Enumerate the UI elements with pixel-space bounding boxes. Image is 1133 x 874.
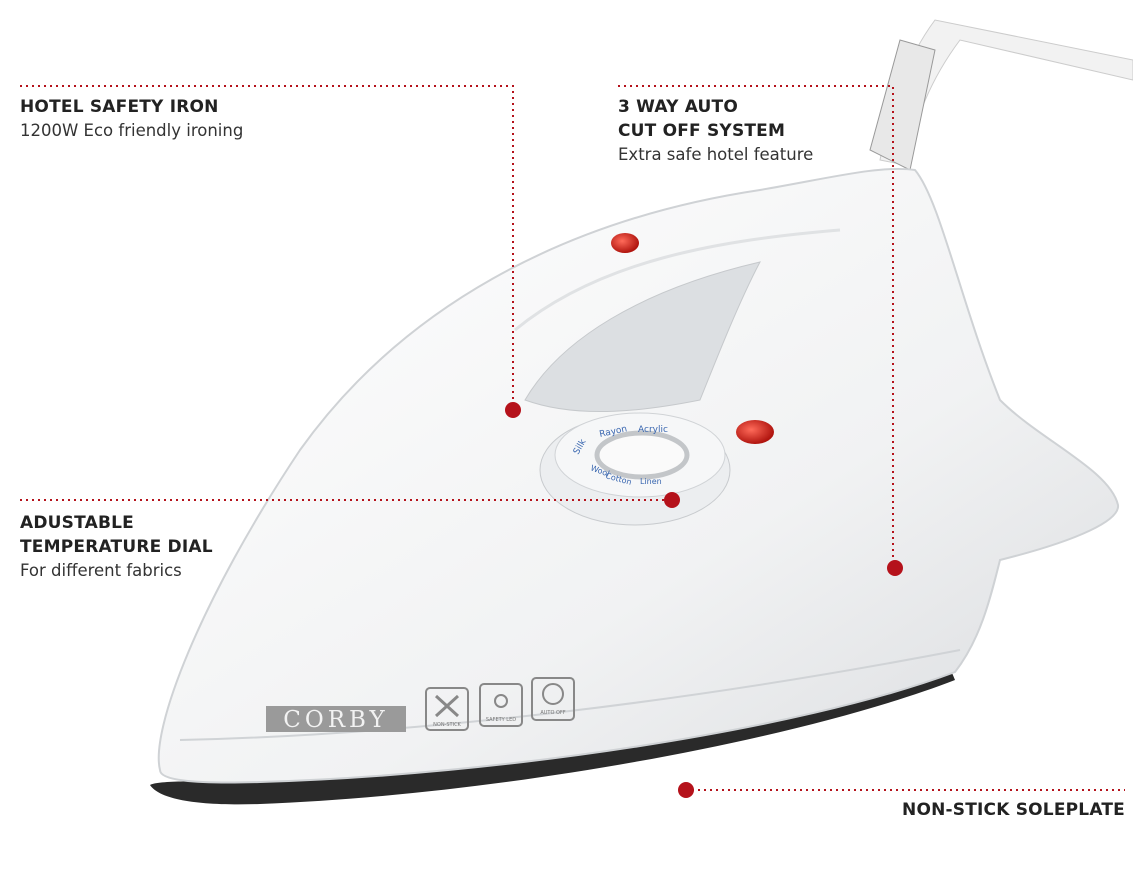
- safety-led: [736, 420, 774, 444]
- svg-text:CORBY: CORBY: [283, 707, 388, 733]
- feature-subtitle: Extra safe hotel feature: [618, 145, 814, 164]
- feature-title: ADUSTABLE: [20, 513, 134, 533]
- power-cord: [869, 19, 1133, 171]
- badge-label: NON-STICK: [433, 722, 461, 728]
- temperature-dial: Rayon Acrylic Silk Wool Cotton Linen: [539, 412, 731, 526]
- feature-auto-cut-off: 3 WAY AUTO CUT OFF SYSTEM Extra safe hot…: [618, 95, 813, 167]
- feature-title: 3 WAY AUTO: [618, 97, 738, 117]
- non-stick-icon: [434, 694, 460, 718]
- soleplate: [150, 668, 955, 805]
- brand-logo: CORBY: [266, 706, 406, 733]
- feature-title: HOTEL SAFETY IRON: [20, 97, 219, 117]
- feature-hotel-safety-iron: HOTEL SAFETY IRON 1200W Eco friendly iro…: [20, 95, 243, 143]
- callout-dots: [505, 402, 903, 798]
- power-led: [611, 233, 639, 253]
- feature-soleplate: NON-STICK SOLEPLATE: [902, 798, 1125, 822]
- badge-label: AUTO OFF: [540, 710, 565, 716]
- clock-icon: [542, 683, 564, 705]
- dial-label: Linen: [640, 477, 662, 486]
- badge-label: SAFETY LED: [486, 717, 516, 723]
- feature-badges: NON-STICK SAFETY LED AUTO OFF: [425, 677, 575, 731]
- feature-temperature-dial: ADUSTABLE TEMPERATURE DIAL For different…: [20, 511, 213, 583]
- dial-label: Acrylic: [638, 425, 668, 435]
- feature-subtitle: 1200W Eco friendly ironing: [20, 121, 244, 140]
- feature-title: CUT OFF SYSTEM: [618, 121, 786, 141]
- feature-title: NON-STICK SOLEPLATE: [902, 800, 1125, 820]
- feature-title: TEMPERATURE DIAL: [20, 537, 213, 557]
- led-icon: [494, 694, 508, 708]
- handle-opening: [524, 261, 761, 413]
- feature-subtitle: For different fabrics: [20, 561, 182, 580]
- callout-lines: [20, 85, 1125, 791]
